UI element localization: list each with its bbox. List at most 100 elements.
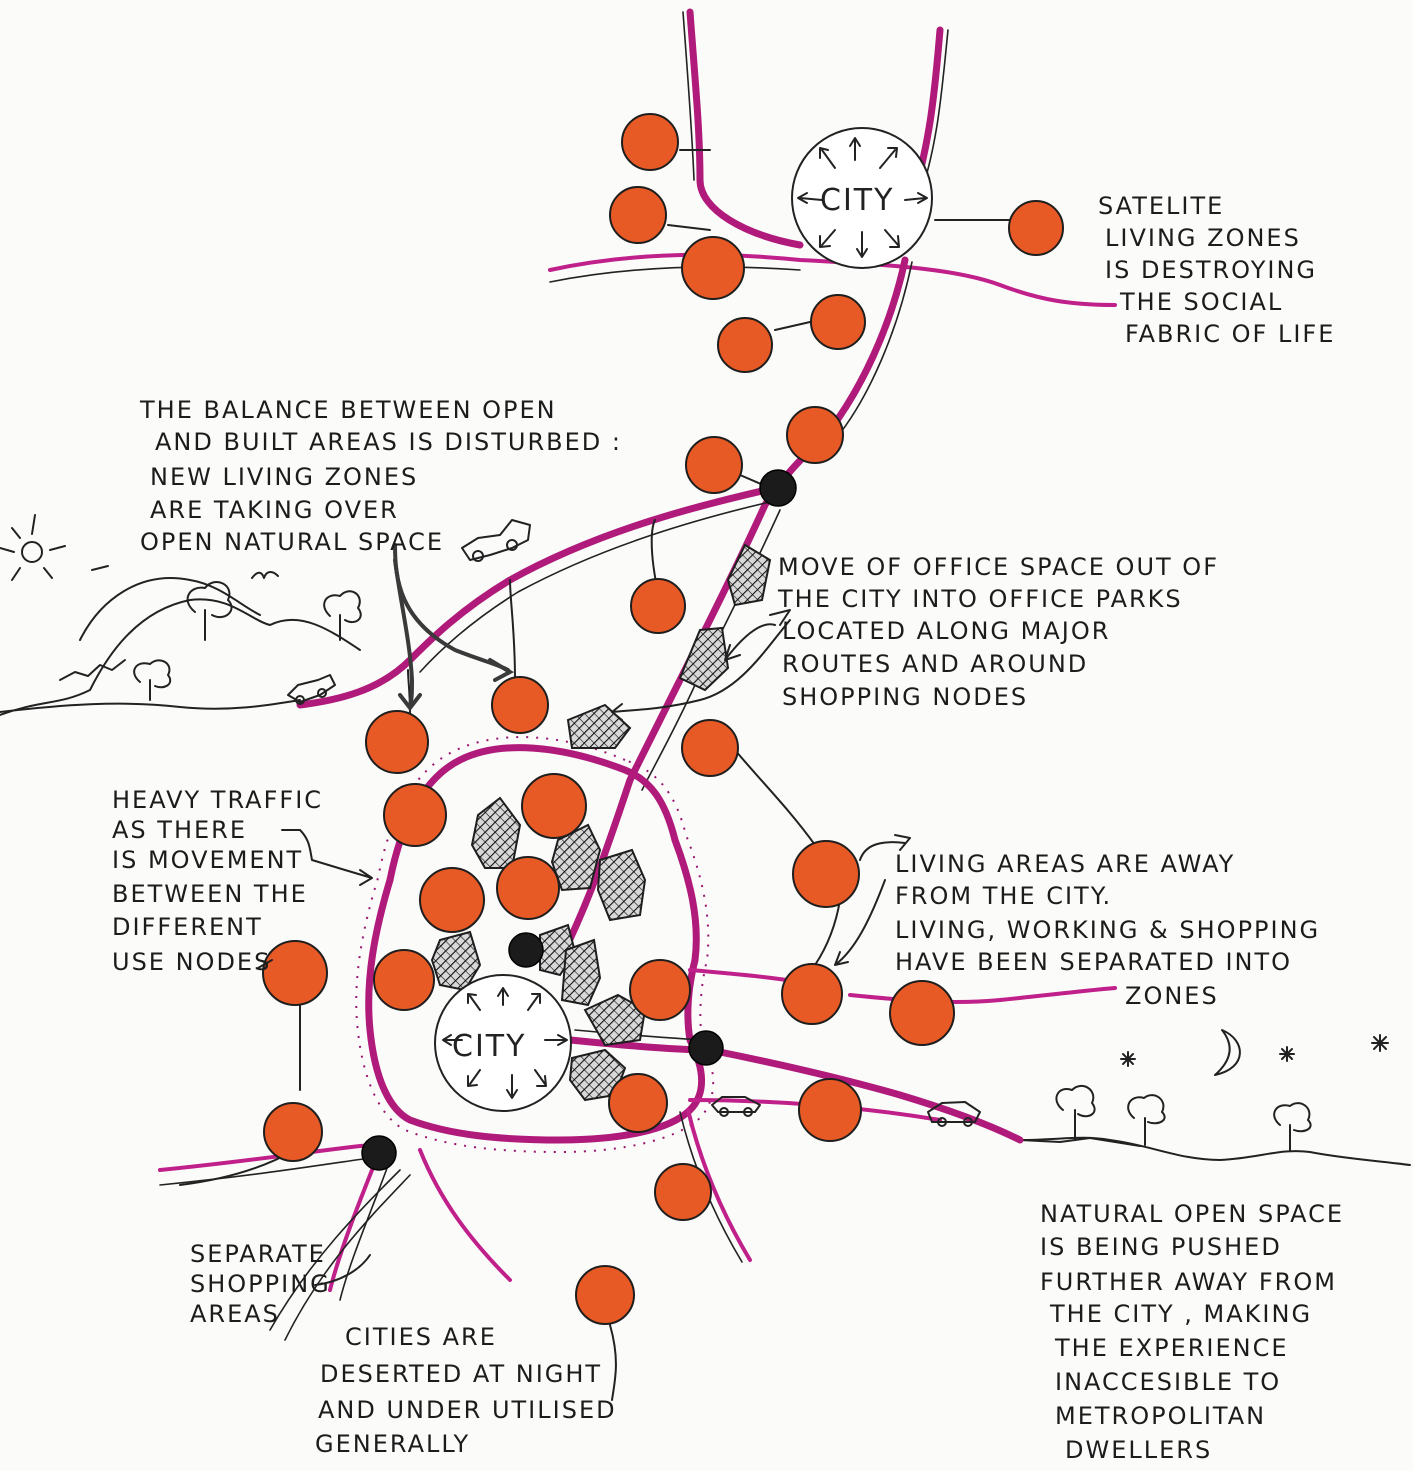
svg-text:THE CITY INTO OFFICE PARKS: THE CITY INTO OFFICE PARKS <box>777 585 1183 613</box>
living-zone <box>374 950 434 1010</box>
svg-text:THE EXPERIENCE: THE EXPERIENCE <box>1054 1334 1289 1362</box>
living-zone <box>609 1074 667 1132</box>
svg-text:AND BUILT AREAS IS DISTURBED :: AND BUILT AREAS IS DISTURBED : <box>155 428 622 456</box>
annotation-living: LIVING AREAS ARE AWAY FROM THE CITY. LIV… <box>895 850 1320 1010</box>
living-zone <box>811 295 865 349</box>
svg-text:SHOPPING NODES: SHOPPING NODES <box>782 683 1028 711</box>
living-zone <box>793 841 859 907</box>
svg-text:AREAS: AREAS <box>190 1300 280 1328</box>
star-icon <box>1280 1047 1294 1061</box>
svg-text:LIVING ZONES: LIVING ZONES <box>1105 224 1301 252</box>
svg-text:LOCATED ALONG MAJOR: LOCATED ALONG MAJOR <box>782 617 1110 645</box>
svg-text:ZONES: ZONES <box>1125 982 1219 1010</box>
annotation-balance: THE BALANCE BETWEEN OPEN AND BUILT AREAS… <box>139 396 622 556</box>
annotation-deserted: CITIES ARE DESERTED AT NIGHT AND UNDER U… <box>315 1323 617 1458</box>
bird-icon <box>252 572 278 578</box>
svg-text:IS MOVEMENT: IS MOVEMENT <box>112 846 303 874</box>
svg-text:NEW LIVING ZONES: NEW LIVING ZONES <box>150 463 418 491</box>
left-hills <box>0 578 360 715</box>
svg-text:USE NODES: USE NODES <box>112 948 271 976</box>
svg-text:ROUTES AND AROUND: ROUTES AND AROUND <box>782 650 1088 678</box>
svg-text:THE SOCIAL: THE SOCIAL <box>1119 288 1283 316</box>
svg-text:INACCESIBLE TO: INACCESIBLE TO <box>1055 1368 1281 1396</box>
living-zone <box>576 1266 634 1324</box>
office-park <box>728 545 770 605</box>
svg-text:FABRIC OF LIFE: FABRIC OF LIFE <box>1125 320 1335 348</box>
svg-text:MOVE OF OFFICE SPACE OUT OF: MOVE OF OFFICE SPACE OUT OF <box>778 553 1219 581</box>
living-zone <box>1009 201 1063 255</box>
annotation-office: MOVE OF OFFICE SPACE OUT OF THE CITY INT… <box>777 553 1219 711</box>
living-zone <box>366 711 428 773</box>
tree-icon <box>1056 1086 1094 1140</box>
svg-text:IS BEING PUSHED: IS BEING PUSHED <box>1040 1233 1282 1261</box>
moon-icon <box>1215 1030 1240 1075</box>
living-zone <box>655 1164 711 1220</box>
living-zone <box>682 237 744 299</box>
svg-text:DESERTED AT NIGHT: DESERTED AT NIGHT <box>320 1360 602 1388</box>
svg-text:FROM THE CITY.: FROM THE CITY. <box>895 882 1112 910</box>
tree-icon <box>1274 1103 1310 1150</box>
living-zone <box>799 1079 861 1141</box>
sun-icon <box>0 515 108 580</box>
svg-text:CITIES ARE: CITIES ARE <box>345 1323 497 1351</box>
living-zone <box>631 579 685 633</box>
tree-icon <box>324 591 361 640</box>
svg-text:IS DESTROYING: IS DESTROYING <box>1105 256 1317 284</box>
svg-text:THE CITY , MAKING: THE CITY , MAKING <box>1049 1300 1312 1328</box>
shopping-node <box>362 1136 396 1170</box>
living-zone <box>686 437 742 493</box>
svg-text:METROPOLITAN: METROPOLITAN <box>1055 1402 1266 1430</box>
svg-text:BETWEEN THE: BETWEEN THE <box>112 880 308 908</box>
living-zone <box>610 187 666 243</box>
shopping-node <box>760 470 796 506</box>
living-zone <box>497 857 559 919</box>
svg-text:SEPARATE: SEPARATE <box>190 1240 326 1268</box>
office-park <box>598 850 645 920</box>
svg-text:ARE TAKING OVER: ARE TAKING OVER <box>150 496 399 524</box>
south-city: CITY <box>435 975 571 1111</box>
svg-text:SATELITE: SATELITE <box>1098 192 1224 220</box>
living-zone <box>622 114 678 170</box>
living-zone <box>264 1103 322 1161</box>
svg-text:HEAVY TRAFFIC: HEAVY TRAFFIC <box>112 786 323 814</box>
star-icon <box>1121 1052 1135 1066</box>
living-zone <box>787 407 843 463</box>
south-city-label: CITY <box>452 1029 526 1064</box>
living-zone <box>492 677 548 733</box>
svg-text:GENERALLY: GENERALLY <box>315 1430 470 1458</box>
shopping-node <box>509 933 543 967</box>
svg-text:HAVE BEEN SEPARATED INTO: HAVE BEEN SEPARATED INTO <box>895 948 1292 976</box>
annotation-satellite: SATELITE LIVING ZONES IS DESTROYING THE … <box>1098 192 1335 348</box>
office-park <box>562 940 600 1005</box>
connector-lines <box>180 150 1010 1400</box>
svg-text:LIVING AREAS ARE AWAY: LIVING AREAS ARE AWAY <box>895 850 1235 878</box>
tree-icon <box>188 582 232 640</box>
living-zone <box>522 774 586 838</box>
svg-text:DIFFERENT: DIFFERENT <box>112 913 263 941</box>
north-city-label: CITY <box>820 183 894 218</box>
living-zone <box>890 981 954 1045</box>
living-zone <box>384 784 446 846</box>
shopping-node <box>689 1031 723 1065</box>
svg-text:NATURAL OPEN SPACE: NATURAL OPEN SPACE <box>1040 1200 1344 1228</box>
car-icon <box>462 520 530 561</box>
svg-text:OPEN NATURAL SPACE: OPEN NATURAL SPACE <box>140 528 444 556</box>
svg-text:AND UNDER UTILISED: AND UNDER UTILISED <box>318 1396 617 1424</box>
svg-text:AS THERE: AS THERE <box>112 816 247 844</box>
annotation-natural: NATURAL OPEN SPACE IS BEING PUSHED FURTH… <box>1040 1200 1344 1464</box>
living-zone <box>782 964 842 1024</box>
north-city: CITY <box>792 128 932 268</box>
svg-text:SHOPPING: SHOPPING <box>190 1270 331 1298</box>
svg-text:DWELLERS: DWELLERS <box>1065 1436 1212 1464</box>
star-icon <box>1372 1035 1388 1051</box>
svg-text:THE BALANCE BETWEEN OPEN: THE BALANCE BETWEEN OPEN <box>139 396 557 424</box>
living-zone <box>682 720 738 776</box>
tree-icon <box>134 660 170 700</box>
living-zone <box>630 960 690 1020</box>
svg-text:LIVING, WORKING & SHOPPING: LIVING, WORKING & SHOPPING <box>895 916 1320 944</box>
office-park <box>680 628 728 690</box>
living-zone <box>718 318 772 372</box>
annotation-shopping: SEPARATE SHOPPING AREAS <box>190 1240 331 1328</box>
svg-text:FURTHER AWAY FROM: FURTHER AWAY FROM <box>1040 1268 1337 1296</box>
